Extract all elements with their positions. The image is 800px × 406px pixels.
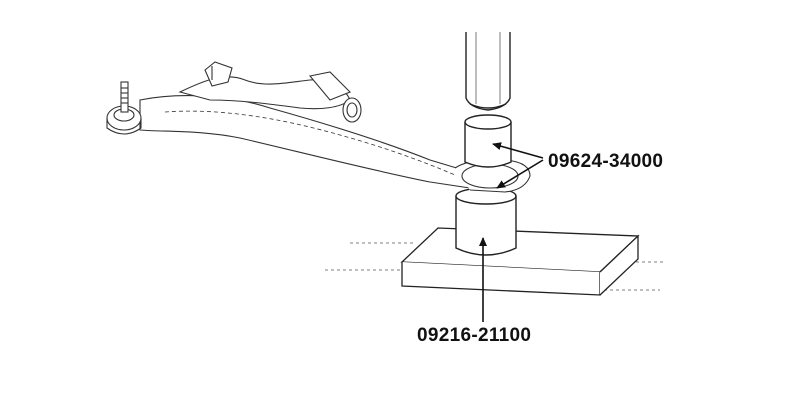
arrow-upper-tool-a (492, 142, 544, 159)
upper-tool-label: 09624-34000 (548, 151, 664, 172)
leader-arrows (479, 142, 544, 322)
upper-tool-cylinder (464, 114, 512, 168)
lower-tool-cylinder (455, 187, 517, 256)
support-block (400, 227, 640, 296)
arrow-upper-tool-b (496, 159, 544, 189)
press-ram (465, 32, 511, 111)
control-arm (106, 61, 531, 193)
lower-tool-label: 09216-21100 (417, 325, 532, 346)
